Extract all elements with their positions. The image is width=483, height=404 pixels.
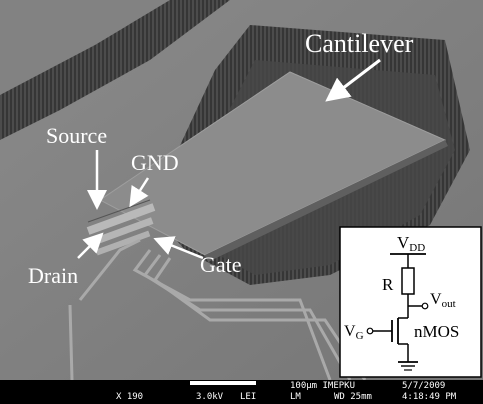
arrow-gate [153, 236, 204, 260]
resistor-symbol [401, 267, 415, 295]
cantilever-edge [205, 140, 448, 262]
label-source: Source [46, 123, 107, 148]
arrow-cantilever [325, 58, 381, 102]
vout-label: Vout [430, 291, 456, 310]
arrow-drain [77, 232, 104, 259]
label-cantilever: Cantilever [305, 29, 414, 58]
arrow-gnd [129, 177, 150, 208]
databar-voltage: 3.0kV [196, 392, 224, 402]
databar-time: 4:18:49 PM [402, 392, 457, 402]
metal-traces [68, 238, 367, 381]
vdd-label: VDD [397, 233, 425, 254]
databar-mag: X 190 [116, 392, 143, 402]
circuit-inset: VDD R Vout VG nMOS [339, 226, 482, 378]
databar-date: 5/7/2009 [402, 381, 445, 391]
inset-background [339, 226, 482, 378]
sem-databar: 100µm IMEPKU 5/7/2009 X 190 3.0kV LEI LM… [0, 380, 483, 404]
databar-mode: LM [290, 392, 301, 402]
resistor-label: R [382, 275, 394, 294]
databar-scale: 100µm IMEPKU [290, 381, 355, 391]
upper-structure [0, 0, 170, 95]
databar-wd: WD 25mm [334, 392, 372, 402]
databar-detector: LEI [240, 392, 256, 402]
label-drain: Drain [28, 263, 78, 288]
transistor-pads [86, 199, 156, 256]
nmos-label: nMOS [414, 322, 459, 341]
vg-label: VG [344, 323, 364, 342]
scale-bar [190, 381, 256, 385]
label-gate: Gate [200, 252, 242, 277]
label-gnd: GND [131, 150, 179, 175]
